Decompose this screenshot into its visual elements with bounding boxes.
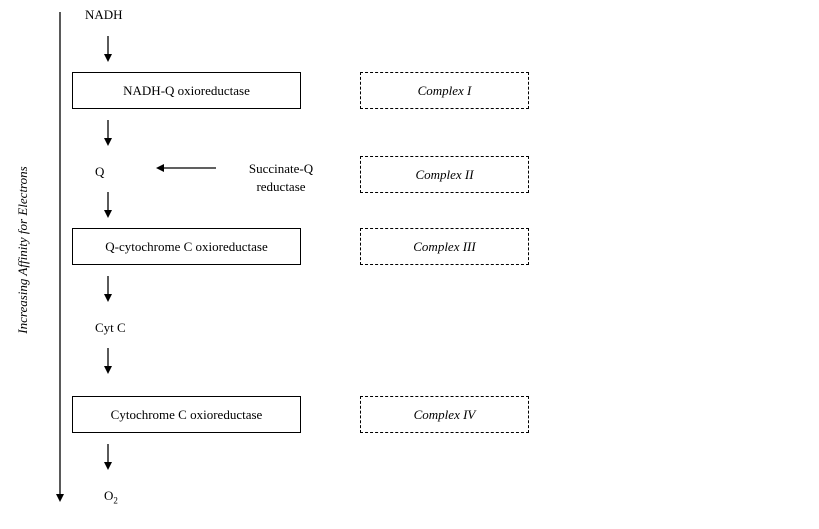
box-q-cytochrome-c-oxioreductase: Q-cytochrome C oxioreductase [72,228,301,265]
succinate-line-1: Succinate-Q [248,161,314,176]
box-cytochrome-c-oxioreductase: Cytochrome C oxioreductase [72,396,301,433]
box-nadh-q-oxioreductase: NADH-Q oxioreductase [72,72,301,109]
succinate-line-2: reductase [256,179,306,194]
complex-1-box: Complex I [360,72,529,109]
complex-4-label: Complex IV [413,406,476,422]
axis-label: Increasing Affinity for Electrons [15,166,30,334]
node-succinate-q-reductase: Succinate-Q reductase [236,161,326,195]
box-q-cyt-label: Q-cytochrome C oxioreductase [105,238,268,254]
node-o2: O2 [104,488,118,509]
box-nadh-q-label: NADH-Q oxioreductase [123,82,250,98]
o2-subscript: 2 [113,495,118,506]
complex-3-box: Complex III [360,228,529,265]
complex-2-box: Complex II [360,156,529,193]
complex-3-label: Complex III [413,238,476,254]
complex-2-label: Complex II [415,166,474,182]
node-nadh: NADH [85,7,123,22]
o2-letter: O [104,488,114,503]
node-q: Q [95,164,105,179]
box-cyt-ox-label: Cytochrome C oxioreductase [110,406,263,422]
node-cyt-c: Cyt C [95,320,126,335]
complex-4-box: Complex IV [360,396,529,433]
complex-1-label: Complex I [417,82,472,98]
